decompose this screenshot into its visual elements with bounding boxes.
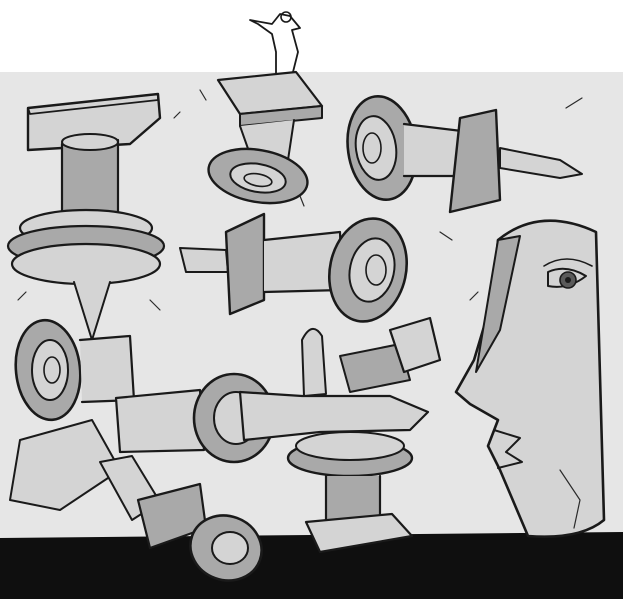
upright-periscope xyxy=(286,316,442,554)
central-periscope xyxy=(114,372,430,464)
left-periscope xyxy=(9,318,136,511)
dark-floor-band xyxy=(0,532,623,599)
top-right-periscope xyxy=(346,94,583,214)
sketch-strokes xyxy=(17,89,583,311)
top-left-pedestal xyxy=(6,92,166,341)
lower-left-periscope xyxy=(99,455,263,582)
large-head xyxy=(454,219,606,538)
top-center-periscope xyxy=(207,70,324,205)
middle-periscope xyxy=(179,212,409,323)
standing-figure xyxy=(249,11,301,77)
